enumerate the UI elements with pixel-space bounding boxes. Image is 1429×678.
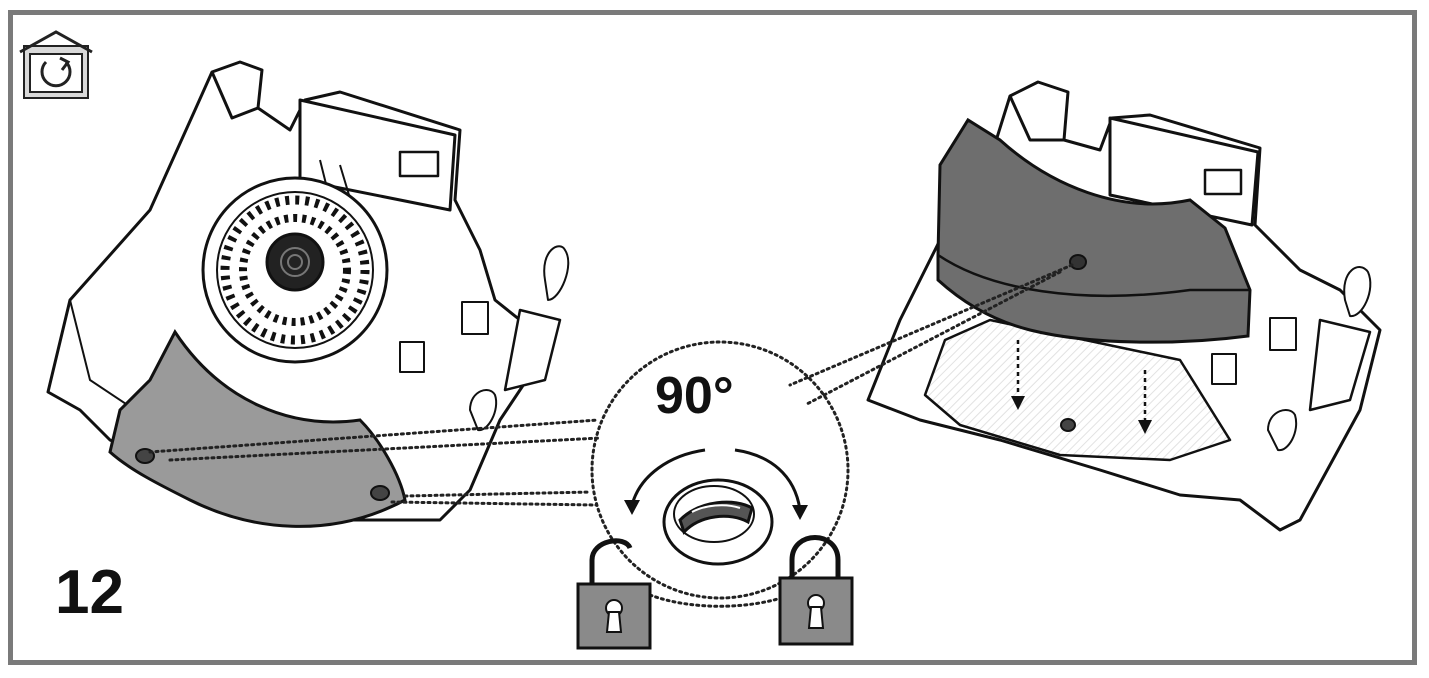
padlock-open-icon: [576, 538, 652, 650]
cover-fastener-right: [1069, 254, 1087, 270]
rotation-angle-label: 90°: [655, 367, 734, 425]
padlock-closed-icon: [778, 535, 854, 646]
filter-cover-right: [936, 117, 1252, 344]
quarter-turn-fastener-icon: [662, 478, 774, 566]
rotation-arrows: [624, 448, 808, 520]
step-number: 12: [55, 558, 124, 627]
cover-fastener-left-2: [370, 485, 390, 501]
callout-leaders: [148, 263, 1074, 608]
house-recirculation-icon: [19, 30, 93, 99]
lower-direction-arrows: [1011, 340, 1152, 434]
